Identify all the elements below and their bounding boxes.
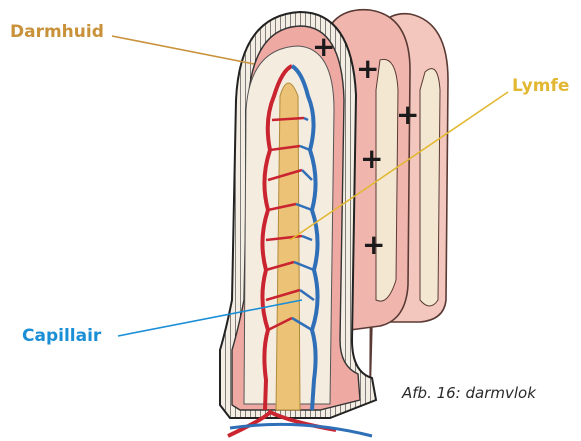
capillair-label: Capillair: [22, 326, 101, 346]
plus-sign: +: [360, 142, 383, 175]
darmhuid-label: Darmhuid: [10, 22, 104, 42]
lymph-vessel: [276, 83, 300, 410]
plus-sign: +: [312, 30, 335, 63]
plus-sign: +: [396, 98, 419, 131]
plus-sign: +: [356, 52, 379, 85]
lymfe-label: Lymfe: [512, 76, 569, 96]
figure-caption: Afb. 16: darmvlok: [402, 384, 536, 402]
plus-sign: +: [362, 228, 385, 261]
darmhuid-leader: [112, 36, 254, 64]
back-villus-lining: [420, 69, 440, 306]
base-vein: [230, 424, 372, 436]
